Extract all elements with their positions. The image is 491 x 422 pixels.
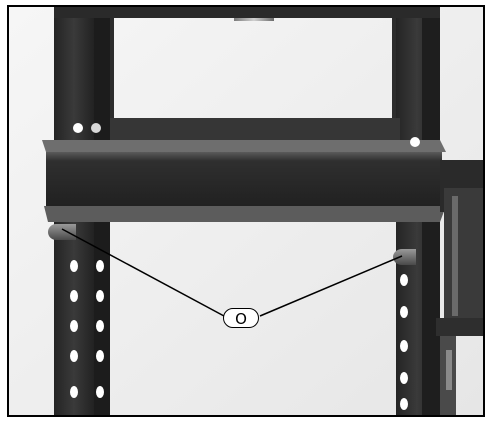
post-hole [70,386,78,398]
post-hole [96,260,104,272]
post-hole [400,398,408,410]
post-hole [96,290,104,302]
right-pin-shaft [402,249,416,265]
post-hole [96,350,104,362]
jack-highlight [452,196,458,316]
post-hole [70,290,78,302]
callout-label: O [223,308,259,328]
post-hole [400,372,408,384]
photo-frame [7,5,485,417]
post-hole [70,260,78,272]
left-pin-shaft [56,224,76,240]
post-hole [73,123,83,133]
jack-base [436,318,484,336]
beam-top-flange [42,140,446,152]
jack-spring [446,350,452,390]
post-hole [400,340,408,352]
callout-leader-right [259,255,403,317]
post-hole [70,320,78,332]
post-hole [400,274,408,286]
callout-leader-left [61,228,225,317]
top-frame [54,6,440,18]
jack-cylinder [444,188,484,328]
post-hole [96,386,104,398]
post-hole [400,306,408,318]
post-hole [70,350,78,362]
post-hole [96,320,104,332]
post-hole [410,137,420,147]
beam-web [46,152,442,212]
beam-bottom-flange [44,206,446,222]
post-hole [91,123,101,133]
